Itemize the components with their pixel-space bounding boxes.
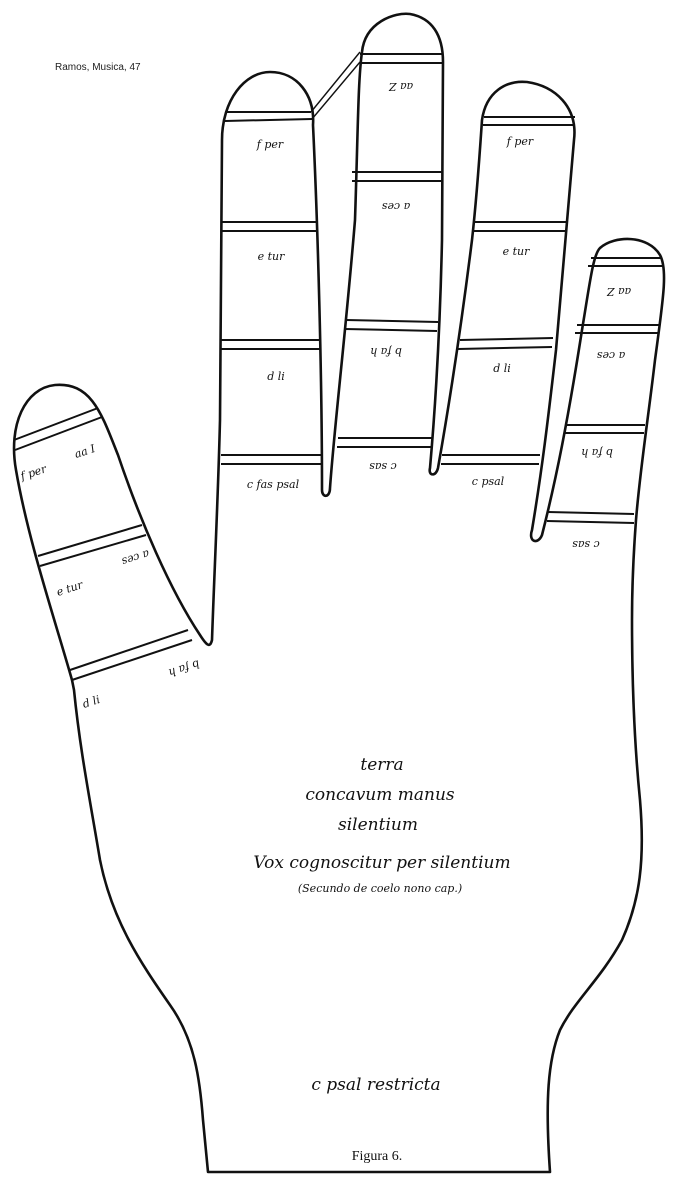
palm-line-concavum: concavum manus — [305, 785, 455, 805]
thumb-band-3b — [71, 639, 193, 681]
little-mid-label: a ces — [596, 349, 625, 362]
thumb-band-2a — [37, 524, 143, 557]
thumb-band-3a — [69, 629, 189, 671]
hand-outline — [12, 12, 666, 1174]
palm-line-terra: terra — [360, 755, 403, 775]
middle-lower-label: b fa h — [370, 345, 402, 358]
ring-band-3a — [459, 337, 554, 341]
little-band-4b — [546, 520, 635, 524]
middle-top-label: aa Z — [389, 80, 414, 93]
ring-band-3b — [457, 346, 553, 350]
palm-line-vox: Vox cognoscitur per silentium — [253, 853, 510, 873]
little-tip-label: aa Z — [607, 285, 632, 298]
figure-caption: Figura 6. — [352, 1149, 403, 1164]
little-band-4a — [547, 511, 635, 515]
index-base-label: d li — [267, 370, 285, 383]
source-note: Ramos, Musica, 47 — [55, 62, 141, 73]
palm-line-silentium: silentium — [338, 815, 418, 835]
little-root-label: c sas — [572, 538, 600, 551]
wrist-label: c psal restricta — [311, 1075, 440, 1095]
palm-line-citation: (Secundo de coelo nono cap.) — [298, 882, 462, 895]
thumb-tip-right-label: aa I — [73, 442, 98, 461]
index-mid-label: e tur — [258, 250, 286, 263]
ring-base-label: d li — [493, 362, 511, 375]
connector-line-2 — [311, 61, 361, 120]
middle-root-label: c sas — [369, 460, 397, 473]
thumb-band-1a — [13, 407, 99, 441]
index-root-label: c fas psal — [247, 478, 300, 491]
middle-band-3b — [344, 328, 438, 332]
middle-band-3a — [345, 319, 439, 323]
little-base-label: b fa h — [581, 446, 613, 459]
connector-line-1 — [310, 51, 361, 113]
ring-tip-label: f per — [506, 135, 534, 148]
middle-upper-label: a ces — [381, 200, 410, 213]
index-tip-label: f per — [256, 138, 284, 151]
thumb-base-left-label: d li — [81, 693, 102, 711]
ring-mid-label: e tur — [503, 245, 531, 258]
thumb-band-1b — [14, 416, 103, 451]
thumb-band-2b — [39, 534, 147, 567]
ring-root-label: c psal — [472, 475, 505, 488]
index-band-1b — [224, 118, 313, 122]
